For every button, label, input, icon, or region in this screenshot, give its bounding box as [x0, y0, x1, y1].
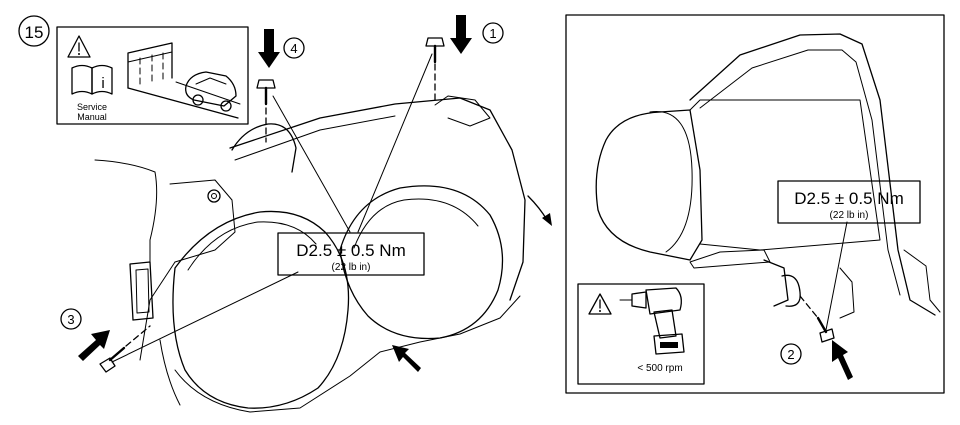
svg-text:4: 4	[290, 41, 297, 56]
torque-leader-lines	[111, 53, 433, 363]
bolt-1	[425, 37, 445, 105]
warning-triangle-icon	[67, 35, 91, 58]
service-manual-box: i Service Manual	[56, 26, 249, 125]
cordless-drill-icon	[619, 287, 685, 355]
service-manual-icon: i	[71, 64, 113, 95]
step-number-label: 15	[25, 23, 44, 42]
callout-1: 1	[482, 22, 504, 44]
torque-label-main: D2.5 ± 0.5 Nm (22 lb in)	[277, 232, 425, 276]
detail-view-box: 2 D2.5 ± 0.5 Nm (22 lb in) < 500 rpm	[565, 14, 945, 394]
info-icon: i	[101, 75, 104, 92]
detail-pointer-arrow	[527, 195, 552, 226]
torque-imperial-main: (22 lb in)	[332, 262, 371, 273]
instrument-cluster-housing	[94, 95, 526, 413]
service-manual-line2: Manual	[77, 112, 107, 122]
drill-speed-box: < 500 rpm	[577, 283, 705, 385]
svg-text:1: 1	[489, 26, 496, 41]
torque-value-main: D2.5 ± 0.5 Nm	[296, 241, 405, 260]
warning-triangle-icon	[588, 293, 612, 315]
up-right-arrow-icon	[78, 330, 110, 361]
torque-leader-detail	[825, 221, 848, 331]
up-left-arrow-icon	[392, 345, 421, 372]
torque-imperial-detail: (22 lb in)	[830, 210, 869, 221]
step-number-badge: 15	[18, 15, 50, 47]
bolt-2	[799, 295, 835, 343]
down-arrow-icon	[450, 15, 472, 54]
up-left-arrow-icon	[832, 340, 853, 380]
callout-3: 3	[60, 308, 82, 330]
drill-speed-label: < 500 rpm	[637, 363, 682, 374]
bolt-4	[256, 79, 276, 143]
bolt-3	[99, 325, 151, 373]
vehicle-lift-icon	[127, 42, 241, 119]
cluster-detail-drawing	[595, 33, 941, 319]
torque-value-detail: D2.5 ± 0.5 Nm	[794, 189, 903, 208]
callout-4: 4	[283, 37, 305, 59]
svg-text:2: 2	[787, 347, 794, 362]
callout-2: 2	[780, 343, 802, 365]
down-arrow-icon	[258, 29, 280, 68]
svg-text:3: 3	[67, 312, 74, 327]
svg-text:i: i	[101, 75, 104, 92]
service-manual-line1: Service	[77, 102, 107, 112]
torque-label-detail: D2.5 ± 0.5 Nm (22 lb in)	[777, 180, 921, 224]
